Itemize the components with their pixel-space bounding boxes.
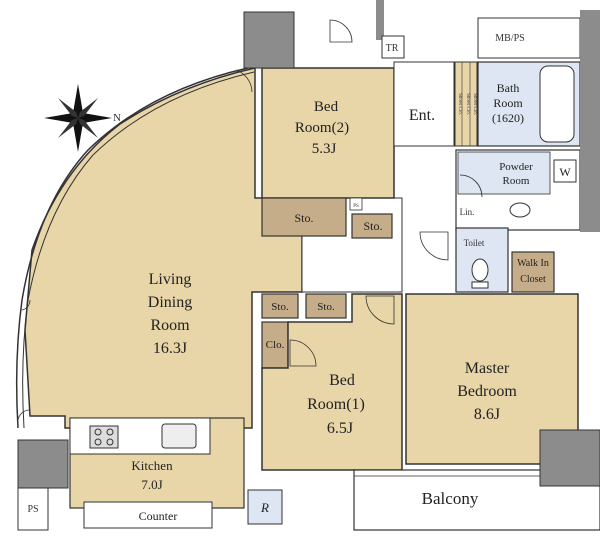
bedroom-1 bbox=[261, 293, 403, 471]
toilet-bowl-icon bbox=[471, 258, 489, 282]
counter-area bbox=[83, 501, 213, 529]
toilet-label: Toilet bbox=[464, 238, 485, 248]
storage-2 bbox=[351, 213, 393, 239]
powder-room-title: Powder bbox=[499, 161, 533, 173]
ps-small-shaft bbox=[349, 197, 363, 211]
bath-room-title: Bath bbox=[497, 81, 520, 95]
column-right-wall bbox=[580, 10, 600, 232]
master-bedroom-size: 8.6J bbox=[474, 406, 500, 423]
bedroom-2-size: 5.3J bbox=[312, 141, 337, 157]
shoes-closet bbox=[454, 61, 478, 147]
bedroom-1-title: Bed bbox=[329, 372, 355, 389]
storage-3-label: Sto. bbox=[271, 301, 289, 313]
r-box bbox=[247, 489, 283, 525]
living-size: 16.3J bbox=[153, 340, 187, 357]
shoes-closet-label: Shoes Clo. bbox=[465, 93, 470, 115]
curved-inner-wall bbox=[22, 71, 255, 429]
storage-4-label: Sto. bbox=[317, 301, 335, 313]
powder-room-floor bbox=[457, 151, 551, 195]
bath-room-name: Room bbox=[493, 96, 523, 110]
walk-in-closet bbox=[511, 251, 555, 293]
bedroom-2-name: Room(2) bbox=[295, 120, 349, 136]
living-room-word: Room bbox=[150, 317, 190, 334]
toilet-tank-icon bbox=[471, 281, 489, 289]
ps-shaft bbox=[17, 487, 49, 531]
master-bedroom-title: Master bbox=[465, 360, 510, 377]
burner-icon bbox=[106, 438, 114, 446]
mbps-shaft bbox=[477, 17, 581, 59]
door-swing bbox=[419, 231, 449, 261]
kitchen-size: 7.0J bbox=[141, 477, 162, 492]
storage-2-label: Sto. bbox=[363, 219, 382, 233]
washer-label: W bbox=[559, 165, 571, 179]
powder-room-name: Room bbox=[503, 175, 530, 187]
compass-n-label: N bbox=[113, 112, 121, 124]
compass-rose-icon bbox=[44, 84, 112, 152]
bedroom-1-name: Room(1) bbox=[307, 396, 365, 413]
linen-label: Lin. bbox=[460, 207, 475, 217]
bath-room-size: (1620) bbox=[492, 111, 524, 125]
r-label: R bbox=[260, 500, 269, 515]
stove-icon bbox=[89, 425, 119, 449]
storage-4 bbox=[305, 293, 347, 319]
living-title: Living bbox=[149, 271, 192, 288]
bathtub-icon bbox=[539, 65, 575, 143]
door-swing bbox=[459, 174, 483, 198]
dining-title: Dining bbox=[148, 294, 192, 311]
column-right bbox=[539, 429, 600, 487]
door-swing bbox=[329, 19, 353, 43]
curved-outer-wall bbox=[15, 67, 249, 429]
storage-3 bbox=[261, 293, 299, 319]
closet bbox=[261, 321, 289, 369]
kitchen-title: Kitchen bbox=[131, 458, 173, 473]
walk-in-closet-name: Closet bbox=[520, 274, 546, 285]
door-swing bbox=[289, 339, 317, 367]
shoes-closet-label: Shoes Clo. bbox=[457, 93, 462, 115]
storage-1 bbox=[261, 197, 347, 237]
bedroom-2-title: Bed bbox=[314, 99, 339, 115]
ps-small-label: PS bbox=[353, 204, 359, 209]
walk-in-closet-title: Walk In bbox=[517, 258, 549, 269]
shoes-closet-label: Shoes Clo. bbox=[472, 93, 477, 115]
balcony-label: Balcony bbox=[422, 489, 479, 508]
mbps-label: MB/PS bbox=[495, 33, 524, 44]
basin-icon bbox=[509, 202, 531, 218]
burner-icon bbox=[94, 428, 102, 436]
door-swing bbox=[365, 295, 395, 325]
burner-icon bbox=[106, 428, 114, 436]
entrance bbox=[393, 61, 455, 147]
wall-stub bbox=[376, 0, 384, 40]
master-bedroom-name: Bedroom bbox=[457, 383, 517, 400]
door-swing bbox=[235, 69, 253, 93]
living-dining-room bbox=[24, 67, 303, 429]
tr-box bbox=[381, 35, 405, 59]
ps-label: PS bbox=[27, 504, 38, 515]
bedroom-2 bbox=[261, 67, 395, 199]
sink-icon bbox=[161, 423, 197, 449]
closet-label: Clo. bbox=[266, 339, 285, 351]
bedroom-1-size: 6.5J bbox=[327, 420, 353, 437]
burner-icon bbox=[94, 438, 102, 446]
column-top bbox=[243, 11, 295, 69]
column-left bbox=[17, 439, 69, 489]
storage-1-label: Sto. bbox=[294, 211, 313, 225]
counter-label: Counter bbox=[139, 509, 178, 523]
washer-icon bbox=[553, 159, 577, 183]
tr-label: TR bbox=[386, 43, 399, 54]
entrance-label: Ent. bbox=[409, 107, 435, 124]
